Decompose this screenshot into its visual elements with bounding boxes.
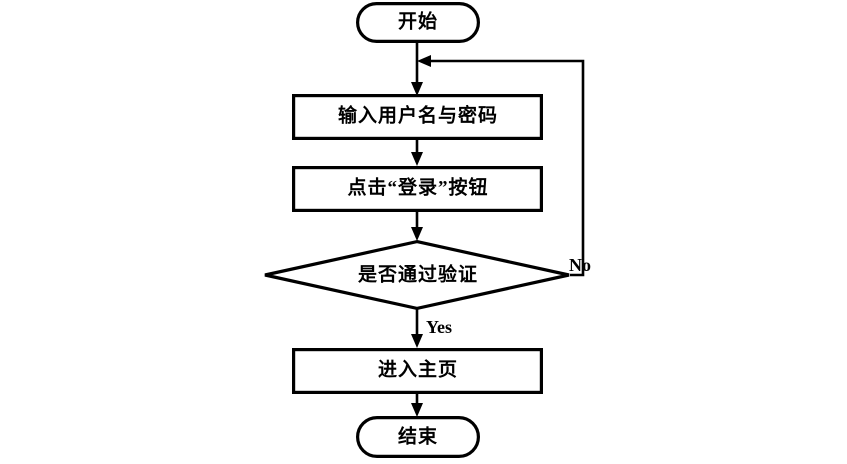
edge-home-to-end: [411, 392, 423, 417]
node-click-login[interactable]: 点击“登录”按钮: [292, 166, 544, 213]
node-end[interactable]: 结束: [356, 416, 481, 459]
node-input-credentials[interactable]: 输入用户名与密码: [292, 93, 544, 140]
edge-input-to-click: [411, 138, 423, 166]
edge-label-no: No: [569, 255, 591, 275]
edge-decision-yes-to-home: [411, 309, 423, 348]
node-decision-verify[interactable]: 是否通过验证: [264, 239, 570, 311]
node-start-label: 开始: [398, 9, 438, 32]
edge-label-yes: Yes: [426, 317, 452, 337]
edge-decision-no-loop: [417, 55, 585, 277]
node-enter-home[interactable]: 进入主页: [292, 348, 544, 395]
node-input-credentials-label: 输入用户名与密码: [338, 103, 498, 126]
edge-start-to-input: [411, 41, 423, 96]
node-enter-home-label: 进入主页: [378, 358, 458, 380]
node-start[interactable]: 开始: [356, 1, 481, 43]
node-end-label: 结束: [398, 424, 438, 447]
edge-click-to-decision: [411, 210, 423, 241]
node-click-login-label: 点击“登录”按钮: [347, 175, 488, 198]
node-decision-verify-label: 是否通过验证: [358, 262, 478, 285]
